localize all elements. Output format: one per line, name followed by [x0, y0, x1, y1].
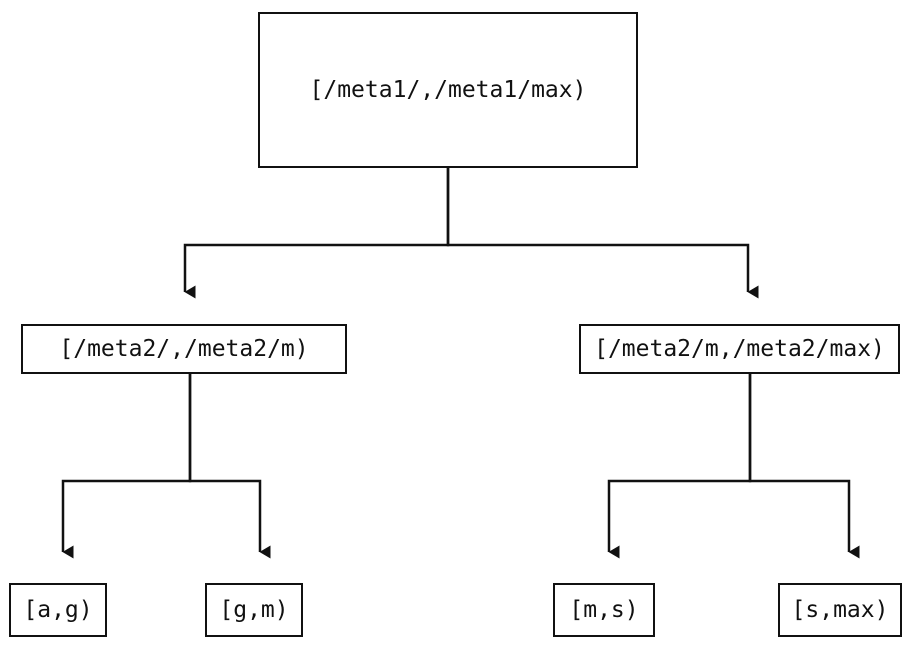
edge-mid-right-to-leaf-smax [748, 374, 860, 559]
node-leaf-a-g-label: [a,g) [23, 596, 93, 623]
node-mid-left-label: [/meta2/,/meta2/m) [59, 335, 309, 362]
node-mid-right-label: [/meta2/m,/meta2/max) [594, 335, 885, 362]
node-mid-left[interactable]: [/meta2/,/meta2/m) [21, 324, 347, 374]
node-mid-right[interactable]: [/meta2/m,/meta2/max) [579, 324, 900, 374]
node-leaf-g-m[interactable]: [g,m) [205, 583, 303, 637]
node-root-label: [/meta1/,/meta1/max) [309, 76, 587, 103]
node-leaf-s-max-label: [s,max) [791, 596, 889, 623]
node-leaf-s-max[interactable]: [s,max) [778, 583, 902, 637]
edge-root-to-mid-right [446, 168, 759, 299]
node-leaf-g-m-label: [g,m) [219, 596, 289, 623]
node-leaf-a-g[interactable]: [a,g) [9, 583, 107, 637]
edge-mid-right-to-leaf-ms [607, 374, 752, 559]
node-root[interactable]: [/meta1/,/meta1/max) [258, 12, 638, 168]
edge-mid-left-to-leaf-gm [188, 374, 271, 559]
edge-mid-left-to-leaf-ag [61, 374, 192, 559]
node-leaf-m-s-label: [m,s) [569, 596, 639, 623]
node-leaf-m-s[interactable]: [m,s) [553, 583, 655, 637]
edge-root-to-mid-left [183, 168, 450, 299]
